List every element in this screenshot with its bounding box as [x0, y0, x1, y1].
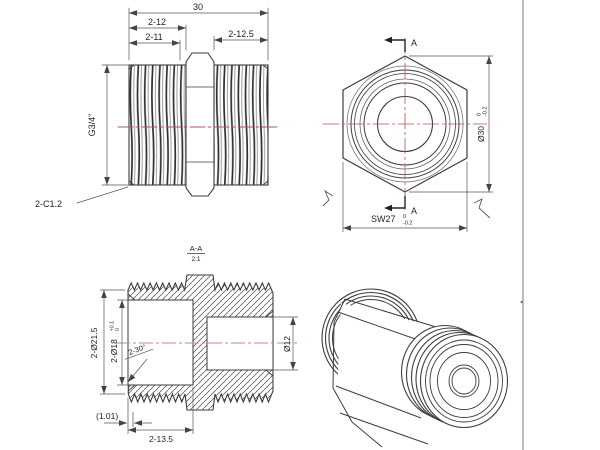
end-view: A A Ø30 0 -0.2 SW27 0 -0.2	[322, 36, 493, 232]
front-right-thread	[213, 64, 269, 186]
section-arrowhead-top-icon	[384, 36, 392, 44]
chamfer-angle-underline	[124, 348, 154, 360]
iso-front-face	[419, 333, 509, 429]
section-arrow-top	[392, 39, 406, 52]
wrench-size-tol-lower: -0.2	[403, 221, 412, 227]
dim-counterbore-dia-label: 2-Ø18	[109, 339, 119, 363]
section-scale: 2:1	[191, 256, 200, 263]
iso-hex-facets	[332, 298, 437, 448]
section-label-top: A	[411, 38, 417, 48]
chamfer-leader	[76, 186, 129, 204]
frame-tick	[520, 301, 523, 303]
wrench-size-tol-upper: 0	[403, 214, 406, 220]
dim-outer-dia-label: 2-Ø21.5	[89, 327, 99, 358]
dim-right-thread-length: 2-12.5	[228, 29, 254, 39]
iso-bore-ring	[448, 364, 480, 398]
counterbore-cavity	[127, 299, 194, 386]
outer-diameter-tol-lower: -0.2	[483, 107, 489, 116]
wrench-size-label: SW27	[371, 214, 396, 224]
section-view: A-A 2:1 2-Ø21.5 2-Ø18 +0.1 0 Ø12	[89, 244, 300, 444]
iso-bore-ring	[451, 367, 477, 395]
outer-diameter-tol-upper: 0	[477, 113, 483, 116]
dim-bore-dia-label: Ø12	[282, 336, 292, 352]
sw-extension-lines	[342, 162, 468, 232]
section-arrow-bottom	[392, 196, 406, 209]
od-extension-lines	[409, 55, 493, 193]
bore-cavity	[206, 316, 274, 371]
front-view: 30 2-12 2-11 2-12.5 G3/4" 2-C1.2	[35, 2, 281, 209]
surface-finish-left-icon	[322, 189, 334, 207]
iso-chamfer-ring	[437, 352, 491, 410]
dim-counterbore-depth-label: 2-13.5	[149, 434, 173, 444]
thread-end-chamfers	[128, 64, 269, 186]
dim-thread-length-inner: 2-11	[145, 32, 162, 42]
section-arrowhead-bottom-icon	[384, 204, 392, 212]
dim-counterbore-tol-upper: +0.1	[110, 321, 116, 331]
outer-diameter-label: Ø30	[476, 126, 486, 142]
front-extension-lines	[101, 7, 269, 186]
isometric-view	[321, 288, 509, 450]
thread-spec-label: G3/4"	[87, 114, 97, 137]
iso-face-ring	[425, 339, 503, 423]
section-title: A-A	[190, 244, 203, 253]
dim-counterbore-tol-lower: 0	[115, 328, 121, 331]
iso-face-ring	[429, 344, 499, 418]
chamfer-angle-leader	[127, 358, 148, 383]
dim-overall-length: 30	[193, 2, 203, 12]
section-label-bottom: A	[411, 206, 417, 216]
hex-chamfer-lines	[185, 86, 215, 163]
surface-finish-right-icon	[473, 198, 491, 219]
chamfer-spec-label: 2-C1.2	[35, 199, 62, 209]
dim-chamfer-ref-label: (1.01)	[96, 411, 118, 421]
front-left-thread	[128, 64, 187, 186]
dim-thread-length-outer: 2-12	[148, 17, 166, 27]
bore-entry-chamfers	[127, 293, 274, 392]
front-hex-section	[185, 52, 215, 197]
